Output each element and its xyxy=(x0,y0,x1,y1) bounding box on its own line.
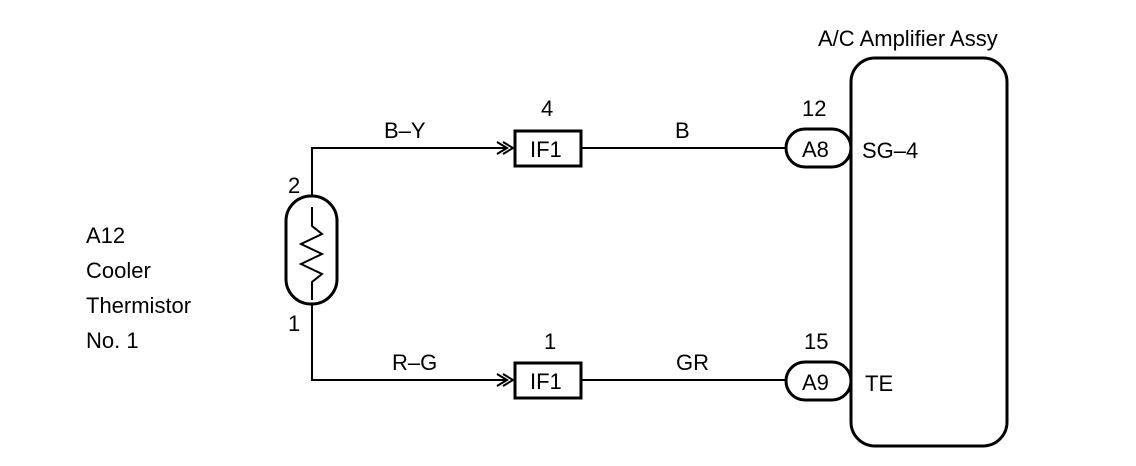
wire-label-b: B xyxy=(675,118,690,143)
wire-r-g xyxy=(311,304,506,381)
wire-label-gr: GR xyxy=(676,350,709,375)
wire-arrow-bottom xyxy=(496,373,509,387)
thermistor-name-no1: No. 1 xyxy=(86,328,139,353)
wire-arrow-bottom-inner xyxy=(502,373,515,387)
amp-connector-a9-label: A9 xyxy=(802,370,829,395)
amp-connector-a8-label: A8 xyxy=(802,137,829,162)
junction-connector-if1-bottom-label: IF1 xyxy=(530,369,562,394)
amp-connector-a8-pin: 12 xyxy=(802,96,826,121)
wire-arrow-top-inner xyxy=(502,141,515,155)
wire-arrow-top xyxy=(496,141,509,155)
junction-connector-if1-top-label: IF1 xyxy=(530,137,562,162)
amp-connector-a8 xyxy=(784,127,853,169)
amp-connector-a9-pin: 15 xyxy=(804,329,828,354)
amplifier-assy-box xyxy=(849,56,1009,448)
amplifier-assy-title: A/C Amplifier Assy xyxy=(818,26,998,51)
amplifier-terminal-sg4: SG–4 xyxy=(862,138,918,163)
amplifier-terminal-te: TE xyxy=(865,371,893,396)
thermistor-pin-1: 1 xyxy=(288,311,300,336)
amp-connector-a9 xyxy=(784,360,853,402)
wire-b-y xyxy=(311,147,506,196)
thermistor-name-cooler: Cooler xyxy=(86,258,151,283)
wire-label-b-y: B–Y xyxy=(384,118,426,143)
junction-connector-if1-bottom-pin: 1 xyxy=(544,329,556,354)
junction-connector-if1-top-pin: 4 xyxy=(541,96,553,121)
thermistor-code: A12 xyxy=(86,223,125,248)
thermistor-name-thermistor: Thermistor xyxy=(86,293,191,318)
cooler-thermistor-symbol xyxy=(284,194,339,306)
wire-label-r-g: R–G xyxy=(392,350,437,375)
resistor-zigzag xyxy=(298,207,325,300)
junction-connector-if1-bottom xyxy=(513,361,583,400)
thermistor-pin-2: 2 xyxy=(288,173,300,198)
